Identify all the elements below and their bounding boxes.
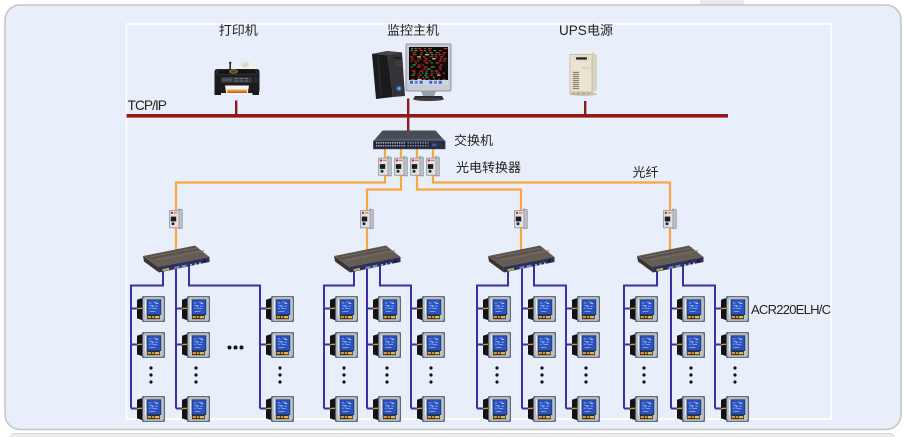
svg-text:TCP/IP: TCP/IP — [128, 98, 168, 113]
svg-text:UPS: UPS — [559, 23, 587, 38]
svg-text:ACR220ELH/C: ACR220ELH/C — [751, 302, 831, 317]
